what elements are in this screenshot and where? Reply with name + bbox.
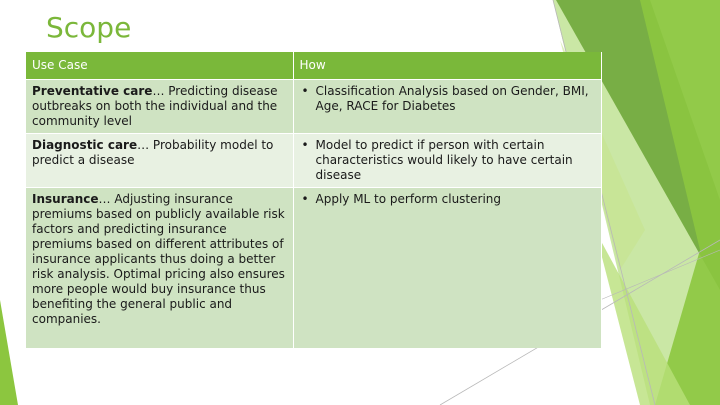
table-row: Insurance… Adjusting insurance premiums … bbox=[26, 187, 602, 348]
how-cell: • Model to predict if person with certain… bbox=[293, 133, 602, 188]
use-case-description: … Predicting disease outbreaks on both t… bbox=[32, 84, 278, 128]
header-use-case: Use Case bbox=[26, 52, 294, 80]
how-text: Classification Analysis based on Gender,… bbox=[315, 84, 589, 113]
scope-table: Use Case How Preventative care… Predicti… bbox=[26, 52, 602, 348]
bullet-icon: • bbox=[301, 138, 309, 152]
left-accent-shape bbox=[0, 300, 18, 405]
table-row: Preventative care… Predicting disease ou… bbox=[26, 79, 602, 134]
how-list-item: • Classification Analysis based on Gender… bbox=[302, 84, 595, 114]
use-case-lead: Preventative care bbox=[32, 84, 153, 98]
how-text: Apply ML to perform clustering bbox=[315, 192, 502, 206]
header-how: How bbox=[293, 52, 602, 80]
how-cell: • Apply ML to perform clustering bbox=[293, 187, 602, 348]
how-list-item: • Model to predict if person with certain… bbox=[302, 138, 595, 183]
how-list: • Apply ML to perform clustering bbox=[300, 192, 595, 207]
use-case-description: … Probability model to predict a disease bbox=[32, 138, 274, 167]
how-list-item: • Apply ML to perform clustering bbox=[302, 192, 595, 207]
how-cell: • Classification Analysis based on Gender… bbox=[293, 79, 602, 134]
deco-line-3 bbox=[599, 249, 720, 301]
right-shard-front bbox=[640, 0, 720, 405]
bullet-icon: • bbox=[301, 84, 309, 98]
table-row: Diagnostic care… Probability model to pr… bbox=[26, 133, 602, 188]
how-list: • Model to predict if person with certain… bbox=[300, 138, 595, 183]
use-case-cell: Diagnostic care… Probability model to pr… bbox=[26, 133, 294, 188]
use-case-cell: Preventative care… Predicting disease ou… bbox=[26, 79, 294, 134]
bullet-icon: • bbox=[301, 192, 309, 206]
use-case-lead: Diagnostic care bbox=[32, 138, 138, 152]
right-shard-pale bbox=[595, 230, 690, 405]
table-header-row: Use Case How bbox=[26, 52, 602, 80]
slide-title: Scope bbox=[46, 11, 132, 44]
how-text: Model to predict if person with certain … bbox=[315, 138, 573, 182]
use-case-description: … Adjusting insurance premiums based on … bbox=[32, 192, 285, 326]
use-case-lead: Insurance bbox=[32, 192, 99, 206]
how-list: • Classification Analysis based on Gender… bbox=[300, 84, 595, 114]
use-case-cell: Insurance… Adjusting insurance premiums … bbox=[26, 187, 294, 348]
